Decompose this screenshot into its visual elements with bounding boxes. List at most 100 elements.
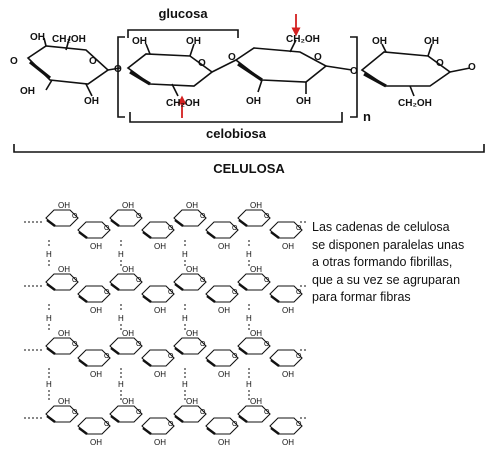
chain-hydroxyl: OH [122, 265, 134, 274]
chain-hydroxyl: OH [250, 201, 262, 210]
glucose-ring-3 [234, 47, 328, 83]
chain-oxygen: O [104, 225, 110, 232]
chain-hydroxyl: OH [58, 201, 70, 210]
chain-oxygen: O [232, 421, 238, 428]
chain-ring-edge [270, 295, 280, 303]
svg-text:OH: OH [424, 36, 439, 47]
chain-ring-edge [46, 283, 56, 291]
chain-ring-edge [46, 219, 56, 227]
chain-oxygen: O [264, 341, 270, 348]
chain-oxygen: O [200, 277, 206, 284]
chain-hydroxyl: OH [218, 438, 230, 447]
chain-hydroxyl: OH [282, 242, 294, 251]
hydrogen-bond-h: H [182, 314, 188, 323]
chain-ring-edge [174, 219, 184, 227]
chain-hydroxyl: OH [282, 438, 294, 447]
structural-formula [13, 14, 485, 153]
chain-ring-edge [238, 415, 248, 423]
repeat-bracket-right [350, 36, 358, 118]
chain-ring-edge [174, 347, 184, 355]
glucose-label: glucosa [158, 6, 208, 21]
chain-hydroxyl: OH [58, 397, 70, 406]
hydrogen-bond-h: H [246, 250, 252, 259]
chain-ring-edge [270, 359, 280, 367]
chain-ring-edge [206, 231, 216, 239]
svg-text:O: O [436, 58, 444, 69]
chain-oxygen: O [232, 225, 238, 232]
chain-hydroxyl: OH [154, 438, 166, 447]
chain-oxygen: O [136, 341, 142, 348]
chain-oxygen: O [264, 213, 270, 220]
chain-ring-edge [270, 231, 280, 239]
svg-text:O: O [350, 66, 358, 77]
chain-hydroxyl: OH [90, 306, 102, 315]
svg-text:OH: OH [20, 86, 35, 97]
chain-hydroxyl: OH [122, 397, 134, 406]
svg-text:OH: OH [186, 36, 201, 47]
chain-oxygen: O [72, 409, 78, 416]
repeat-n-label: n [363, 109, 371, 124]
chain-oxygen: O [104, 421, 110, 428]
description-line: para formar fibras [312, 290, 411, 304]
chain-ring-edge [142, 231, 152, 239]
svg-text:OH: OH [84, 96, 99, 107]
chain-ring-edge [78, 231, 88, 239]
cellobiose-bracket [129, 112, 343, 123]
hydrogen-bond-h: H [46, 250, 52, 259]
svg-text:O: O [89, 56, 97, 67]
chain-oxygen: O [136, 409, 142, 416]
chain-ring-edge [110, 283, 120, 291]
chain-hydroxyl: OH [186, 329, 198, 338]
cellulose-bracket [13, 144, 485, 153]
svg-text:OH: OH [30, 32, 45, 43]
chain-oxygen: O [168, 225, 174, 232]
chain-oxygen: O [232, 353, 238, 360]
chain-ring-edge [142, 359, 152, 367]
chain-oxygen: O [296, 353, 302, 360]
chain-oxygen: O [200, 409, 206, 416]
description-line: se disponen paralelas unas [312, 237, 465, 252]
description-line: a otras formando fibrillas, [312, 255, 453, 269]
svg-text:CH₂OH: CH₂OH [52, 34, 86, 45]
chain-ring-edge [238, 283, 248, 291]
chain-hydroxyl: OH [250, 397, 262, 406]
chain-ring-edge [46, 347, 56, 355]
chain-hydroxyl: OH [282, 370, 294, 379]
cellobiose-label: celobiosa [206, 126, 267, 141]
chain-ring-edge [110, 415, 120, 423]
chain-hydroxyl: OH [58, 329, 70, 338]
cellulose-label: CELULOSA [213, 161, 285, 176]
chain-ring-edge [78, 359, 88, 367]
chain-hydroxyl: OH [154, 306, 166, 315]
chain-oxygen: O [296, 421, 302, 428]
chain-hydroxyl: OH [282, 306, 294, 315]
chain-oxygen: O [136, 213, 142, 220]
chain-hydroxyl: OH [58, 265, 70, 274]
chain-hydroxyl: OH [122, 329, 134, 338]
chain-oxygen: O [104, 289, 110, 296]
glucose-bracket [127, 29, 239, 38]
chain-ring-edge [78, 427, 88, 435]
chain-ring-edge [206, 359, 216, 367]
chain-ring-edge [206, 427, 216, 435]
chain-ring-edge [110, 347, 120, 355]
chain-oxygen: O [104, 353, 110, 360]
chain-hydroxyl: OH [186, 265, 198, 274]
hydrogen-bond-h: H [118, 314, 124, 323]
chain-oxygen: O [200, 213, 206, 220]
top-atom-labels: O CH₂OH OH OH OH O O OH OH O CH₂OH O CH₂… [10, 32, 476, 109]
chain-oxygen: O [72, 213, 78, 220]
chain-oxygen: O [296, 225, 302, 232]
chain-ring-edge [78, 295, 88, 303]
chain-hydroxyl: OH [90, 438, 102, 447]
hydrogen-bond-h: H [246, 380, 252, 389]
hydrogen-bond-h: H [182, 250, 188, 259]
hydrogen-bond-h: H [246, 314, 252, 323]
chain-hydroxyl: OH [186, 397, 198, 406]
chain-oxygen: O [72, 341, 78, 348]
hydrogen-bond-h: H [182, 380, 188, 389]
description-line: Las cadenas de celulosa [312, 220, 450, 234]
chain-oxygen: O [232, 289, 238, 296]
